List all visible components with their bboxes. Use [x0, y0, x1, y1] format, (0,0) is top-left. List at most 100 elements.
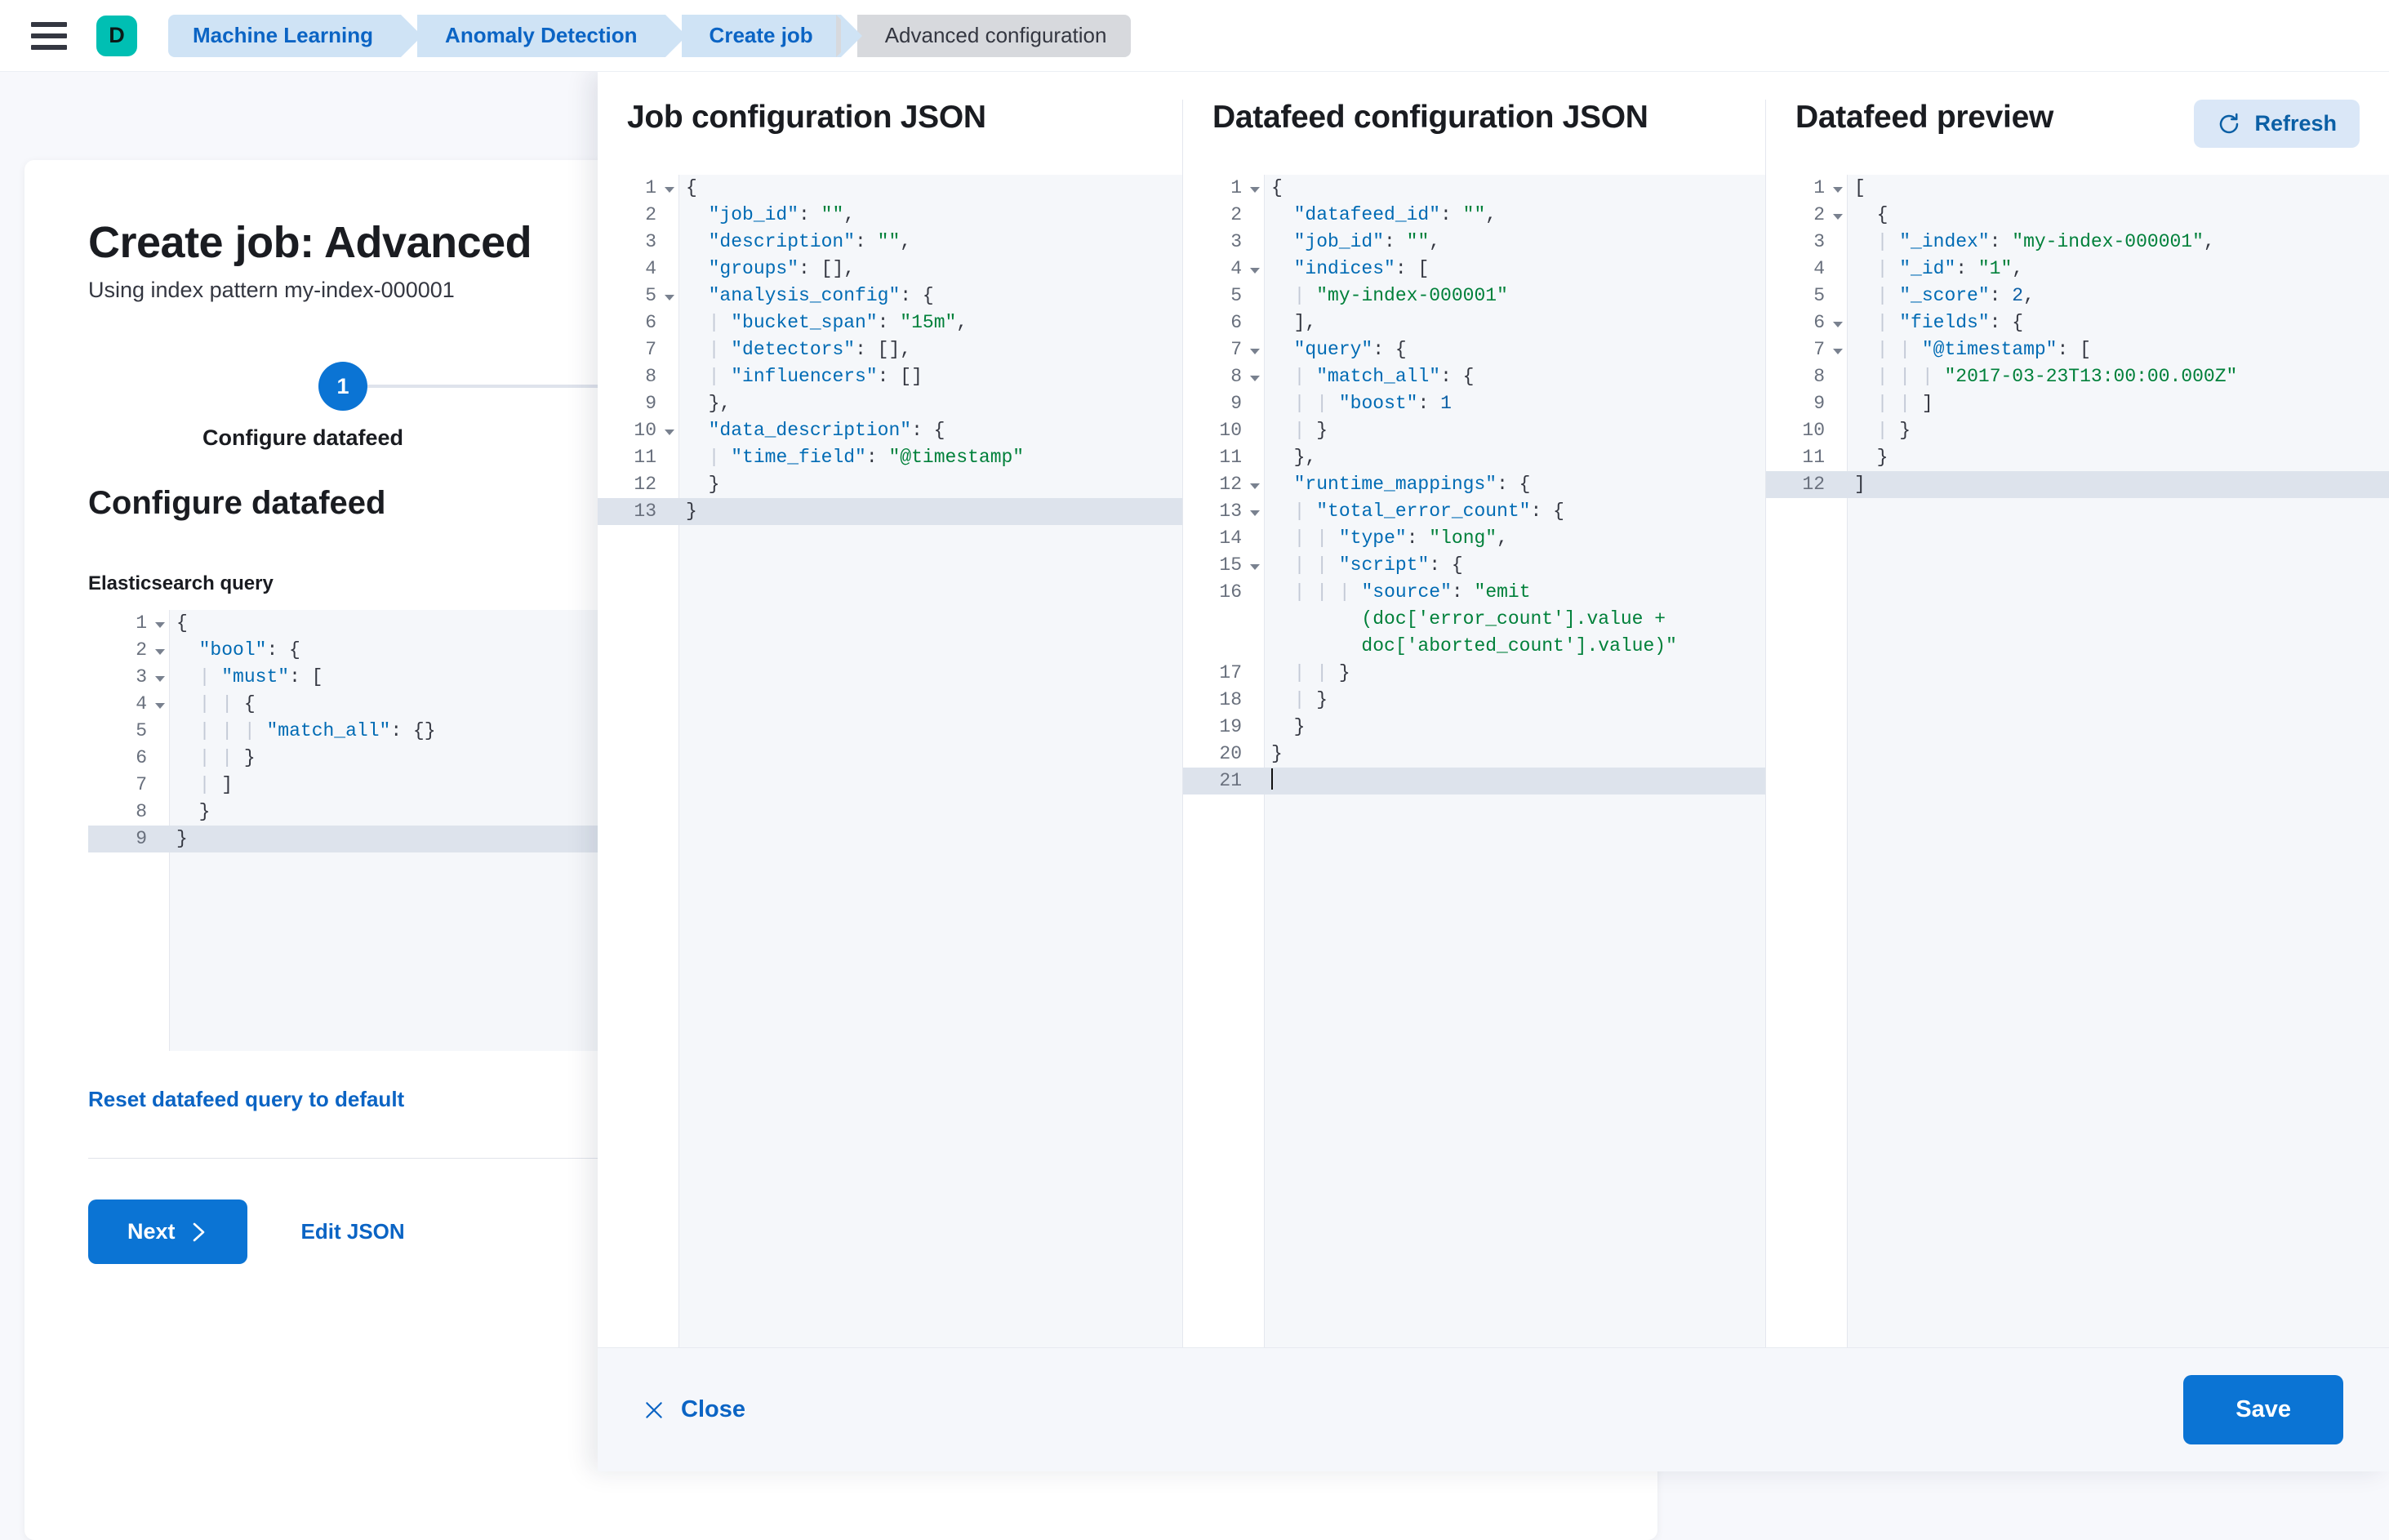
next-button[interactable]: Next [88, 1200, 247, 1264]
code-line[interactable]: 3 | "_index": "my-index-000001", [1766, 229, 2389, 256]
line-number: 2 [136, 639, 147, 661]
line-number: 2 [1230, 204, 1242, 225]
line-number: 15 [1219, 554, 1242, 576]
code-line[interactable]: 11 | "time_field": "@timestamp" [598, 444, 1182, 471]
code-line[interactable]: 10 | } [1183, 417, 1765, 444]
code-text: "query": { [1293, 339, 1407, 360]
datafeed-configuration-json-editor[interactable]: 1{2 "datafeed_id": "",3 "job_id": "",4 "… [1183, 175, 1765, 1347]
code-line[interactable]: 4 "groups": [], [598, 256, 1182, 283]
code-line[interactable]: 1{ [88, 610, 1582, 637]
code-line[interactable]: 11 }, [1183, 444, 1765, 471]
code-line[interactable]: 6 ], [1183, 309, 1765, 336]
code-line[interactable]: 2 "bool": { [88, 637, 1582, 664]
code-line[interactable]: 5 | "_score": 2, [1766, 283, 2389, 309]
code-line[interactable]: 8 | | | "2017-03-23T13:00:00.000Z" [1766, 363, 2389, 390]
code-line[interactable]: 8 | "influencers": [] [598, 363, 1182, 390]
code-line[interactable]: 5 | | | "match_all": {} [88, 718, 1582, 745]
code-line[interactable]: 6 | "bucket_span": "15m", [598, 309, 1182, 336]
code-line[interactable]: 3 | "must": [ [88, 664, 1582, 691]
line-number: 8 [1813, 366, 1825, 387]
code-line[interactable]: 6 | | } [88, 745, 1582, 772]
code-line[interactable]: 2 { [1766, 202, 2389, 229]
line-number: 9 [645, 393, 656, 414]
breadcrumb-item-advanced-configuration[interactable]: Advanced configuration [835, 14, 1132, 57]
code-line[interactable]: 12] [1766, 471, 2389, 498]
breadcrumb-item-anomaly-detection[interactable]: Anomaly Detection [417, 14, 687, 57]
line-number: 17 [1219, 662, 1242, 683]
column-datafeed-preview: Datafeed preview Refresh 1[2 {3 | "_inde… [1765, 100, 2389, 1347]
code-line[interactable]: 1{ [598, 175, 1182, 202]
code-line[interactable]: 11 } [1766, 444, 2389, 471]
code-line[interactable]: 8 } [88, 799, 1582, 826]
close-button[interactable]: Close [643, 1396, 745, 1423]
code-text: | "bucket_span": "15m", [708, 312, 968, 333]
code-text: { [686, 177, 697, 198]
code-line[interactable]: 5 | "my-index-000001" [1183, 283, 1765, 309]
editor-gutter [1766, 175, 1848, 1347]
refresh-button[interactable]: Refresh [2194, 100, 2360, 148]
code-line[interactable]: 12 } [598, 471, 1182, 498]
line-number: 7 [1230, 339, 1242, 360]
code-line[interactable]: 13} [598, 498, 1182, 525]
code-line[interactable]: 2 "datafeed_id": "", [1183, 202, 1765, 229]
code-text: }, [1271, 447, 1317, 468]
code-line[interactable]: 9 }, [598, 390, 1182, 417]
code-line[interactable]: 18 | } [1183, 687, 1765, 714]
code-line[interactable]: 3 "job_id": "", [1183, 229, 1765, 256]
code-line[interactable]: 6 | "fields": { [1766, 309, 2389, 336]
code-text: } [1271, 716, 1306, 737]
avatar[interactable]: D [96, 15, 137, 56]
hamburger-bar [31, 33, 67, 38]
page-subtitle: Using index pattern my-index-000001 [88, 278, 455, 302]
code-line[interactable]: 13 | "total_error_count": { [1183, 498, 1765, 525]
hamburger-icon[interactable] [31, 21, 67, 50]
code-line[interactable]: 17 | | } [1183, 660, 1765, 687]
code-line[interactable]: 4 "indices": [ [1183, 256, 1765, 283]
code-line[interactable]: 8 | "match_all": { [1183, 363, 1765, 390]
save-button[interactable]: Save [2183, 1375, 2343, 1444]
job-configuration-json-editor[interactable]: 1{2 "job_id": "",3 "description": "",4 "… [598, 175, 1182, 1347]
line-number: 9 [1813, 393, 1825, 414]
close-button-label: Close [681, 1396, 745, 1422]
code-text [1265, 768, 1765, 794]
breadcrumb-item-machine-learning[interactable]: Machine Learning [168, 14, 423, 57]
top-navigation-bar: D Machine Learning Anomaly Detection Cre… [0, 0, 2389, 72]
code-line[interactable]: 14 | | "type": "long", [1183, 525, 1765, 552]
line-number: 3 [645, 231, 656, 252]
datafeed-configuration-json-title: Datafeed configuration JSON [1212, 100, 1648, 135]
line-number: 3 [136, 666, 147, 688]
code-line[interactable]: 10 | } [1766, 417, 2389, 444]
line-number: 11 [1219, 447, 1242, 468]
code-line[interactable]: 4 | "_id": "1", [1766, 256, 2389, 283]
code-line[interactable]: 4 | | { [88, 691, 1582, 718]
code-line[interactable]: 19 } [1183, 714, 1765, 741]
edit-json-button[interactable]: Edit JSON [300, 1219, 405, 1244]
code-line[interactable]: 12 "runtime_mappings": { [1183, 471, 1765, 498]
code-line[interactable]: 20} [1183, 741, 1765, 768]
code-line[interactable]: 1{ [1183, 175, 1765, 202]
code-line[interactable]: 16 | | | "source": "emit (doc['error_cou… [1183, 579, 1765, 660]
step-1-indicator[interactable]: 1 [318, 362, 367, 411]
code-line[interactable]: 15 | | "script": { [1183, 552, 1765, 579]
datafeed-preview-editor[interactable]: 1[2 {3 | "_index": "my-index-000001",4 |… [1766, 175, 2389, 1347]
code-line[interactable]: 2 "job_id": "", [598, 202, 1182, 229]
code-line[interactable]: 7 | "detectors": [], [598, 336, 1182, 363]
code-line[interactable]: 7 | ] [88, 772, 1582, 799]
line-number: 6 [1813, 312, 1825, 333]
code-line[interactable]: 7 "query": { [1183, 336, 1765, 363]
line-number: 5 [136, 720, 147, 741]
reset-datafeed-query-link[interactable]: Reset datafeed query to default [88, 1087, 405, 1111]
code-line[interactable]: 1[ [1766, 175, 2389, 202]
next-button-label: Next [127, 1219, 176, 1244]
code-line[interactable]: 9 | | "boost": 1 [1183, 390, 1765, 417]
code-line[interactable]: 3 "description": "", [598, 229, 1182, 256]
breadcrumb-item-create-job[interactable]: Create job [681, 14, 862, 57]
code-line[interactable]: 7 | | "@timestamp": [ [1766, 336, 2389, 363]
code-text: "job_id": "", [1293, 231, 1441, 252]
hamburger-bar [31, 21, 67, 27]
code-text: { [176, 612, 188, 634]
code-line[interactable]: 21 [1183, 768, 1765, 794]
code-line[interactable]: 5 "analysis_config": { [598, 283, 1182, 309]
code-line[interactable]: 10 "data_description": { [598, 417, 1182, 444]
code-line[interactable]: 9 | | ] [1766, 390, 2389, 417]
